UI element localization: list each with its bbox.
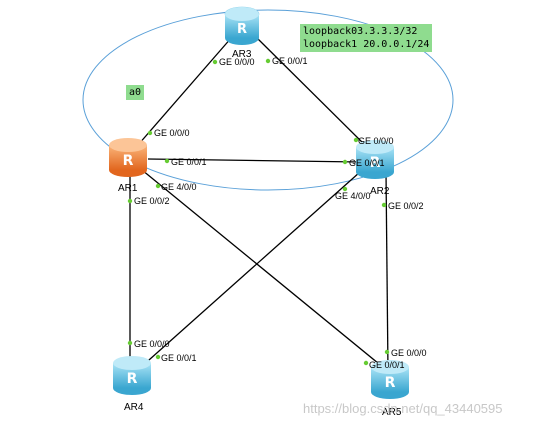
port-dot-ar2-ge002 xyxy=(381,202,387,208)
router-icon-glyph: R xyxy=(370,155,381,171)
port-dot-ar1-ge000 xyxy=(147,130,153,136)
iface-label-ar1-ge400: GE 4/0/0 xyxy=(161,182,197,192)
iface-label-ar2-ge001: GE 0/0/1 xyxy=(349,158,385,168)
router-ar1[interactable]: R xyxy=(109,138,147,177)
router-label-ar5: AR5 xyxy=(382,407,402,418)
iface-label-ar2-ge002: GE 0/0/2 xyxy=(388,201,424,211)
loopback-note[interactable]: loopback03.3.3.3/32 loopback1 20.0.0.1/2… xyxy=(300,24,433,52)
port-dot-ar1-ge001 xyxy=(164,158,170,164)
port-dot-ar3-ge000 xyxy=(212,59,218,65)
iface-label-ar3-ge001: GE 0/0/1 xyxy=(272,56,308,66)
loopback-note-line1: loopback03.3.3.3/32 xyxy=(303,26,418,37)
links-group xyxy=(129,36,389,373)
area-ellipse xyxy=(82,9,454,191)
port-dot-ar2-ge001 xyxy=(342,159,348,165)
router-label-ar3: AR3 xyxy=(232,49,252,60)
port-dot-ar4-ge000 xyxy=(127,340,133,346)
iface-label-ar4-ge000: GE 0/0/0 xyxy=(134,339,170,349)
link-ar1-ar5[interactable] xyxy=(141,169,385,369)
link-ar1-ar2[interactable] xyxy=(147,158,361,163)
router-icon-glyph: R xyxy=(123,153,134,169)
port-dots xyxy=(127,58,390,366)
port-dot-ar4-ge001 xyxy=(155,354,161,360)
port-dot-ar2-ge000 xyxy=(353,137,359,143)
iface-label-ar2-ge000: GE 0/0/0 xyxy=(358,136,394,146)
router-icon-glyph: R xyxy=(385,375,396,391)
loopback-note-line2: loopback1 20.0.0.1/24 xyxy=(303,39,430,50)
port-dot-ar2-ge400 xyxy=(342,186,348,192)
iface-label-ar5-ge000: GE 0/0/0 xyxy=(391,348,427,358)
router-ar2[interactable]: R xyxy=(356,140,394,179)
iface-label-ar3-ge000: GE 0/0/0 xyxy=(219,57,255,67)
area-label[interactable]: a0 xyxy=(126,85,145,100)
port-dot-ar1-ge002 xyxy=(127,198,133,204)
router-icon-glyph: R xyxy=(237,22,247,37)
router-icon-glyph: R xyxy=(127,371,138,387)
link-ar2-ar5[interactable] xyxy=(385,171,389,373)
port-dot-ar5-ge001 xyxy=(363,360,369,366)
iface-label-ar1-ge002: GE 0/0/2 xyxy=(134,196,170,206)
iface-label-ar1-ge001: GE 0/0/1 xyxy=(171,157,207,167)
iface-label-ar4-ge001: GE 0/0/1 xyxy=(161,353,197,363)
link-ar2-ar4[interactable] xyxy=(139,171,361,369)
router-label-ar2: AR2 xyxy=(370,186,390,197)
watermark: https://blog.csdn.net/qq_43440595 xyxy=(303,401,503,416)
port-dot-ar5-ge000 xyxy=(384,349,390,355)
port-dot-ar3-ge001 xyxy=(265,58,271,64)
router-ar5[interactable]: R xyxy=(371,360,409,399)
router-ar4[interactable]: R xyxy=(113,356,151,395)
router-ar3[interactable]: R xyxy=(224,6,260,45)
router-label-ar1: AR1 xyxy=(118,183,138,194)
iface-label-ar1-ge000: GE 0/0/0 xyxy=(154,128,190,138)
port-dot-ar1-ge400 xyxy=(155,183,161,189)
link-ar3-ar2[interactable] xyxy=(255,36,369,149)
iface-label-ar5-ge001: GE 0/0/1 xyxy=(369,360,405,370)
router-label-ar4: AR4 xyxy=(124,402,144,413)
iface-label-ar2-ge400: GE 4/0/0 xyxy=(335,191,371,201)
link-ar1-ar3[interactable] xyxy=(137,36,233,146)
